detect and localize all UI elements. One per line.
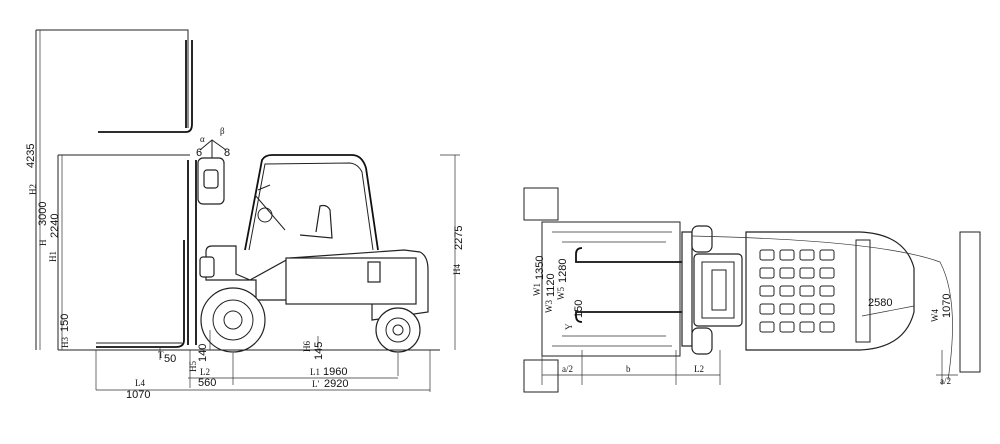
a2-left-label: a/2 <box>562 364 573 374</box>
alpha-symbol: α <box>200 134 205 144</box>
steering-column <box>254 184 286 231</box>
raised-fork <box>98 40 193 133</box>
front-wheel-right <box>691 327 713 355</box>
clearance-dim <box>209 330 319 350</box>
turning-radius-arc <box>691 235 953 381</box>
w3-code: W3 <box>544 300 554 313</box>
h3-code: H3 <box>60 337 70 348</box>
mast-detail <box>701 261 735 319</box>
w3-value: 1120 <box>545 273 557 297</box>
t-code: T <box>158 350 164 360</box>
mast-envelope <box>57 154 190 350</box>
beta-symbol: β <box>220 126 225 136</box>
w1-value: 1350 <box>534 256 546 280</box>
front-wheel <box>200 287 266 353</box>
side-view: 4235 H2 3000 H 2240 H1 H3 150 6 8 α β H4… <box>25 29 465 401</box>
h-total-value: 4235 <box>25 144 37 168</box>
height-dim-lines <box>39 30 460 350</box>
mast-assembly <box>693 253 743 327</box>
h5-code: H5 <box>188 361 198 372</box>
tilt-forward: 6 <box>196 147 202 159</box>
h1-value: 2240 <box>49 214 61 238</box>
pallet-block-bottom-left <box>523 359 559 393</box>
truck-body-top <box>745 231 915 351</box>
battery-compartment <box>285 257 417 305</box>
overhead-guard <box>244 154 379 251</box>
tilt-back: 8 <box>224 147 230 159</box>
l1-code: L1 <box>310 367 320 377</box>
l-code: L' <box>312 379 319 389</box>
l4-code: L4 <box>135 378 145 388</box>
h6-code: H6 <box>302 341 312 352</box>
tilt-arc <box>199 139 227 158</box>
h5-value: 140 <box>197 344 209 362</box>
steering-wheel <box>257 207 273 223</box>
w5-value: 1280 <box>557 259 569 283</box>
mast-rail <box>187 160 197 345</box>
h4-value: 2275 <box>453 226 465 250</box>
h4-code: H4 <box>452 264 462 275</box>
a2-right-label: a/2 <box>940 376 951 386</box>
fork-carriage <box>681 231 693 347</box>
l2-code: L2 <box>200 367 210 377</box>
l2-top-label: L2 <box>694 364 704 374</box>
overhead-guard-inner <box>248 162 374 251</box>
width-dims <box>552 231 672 347</box>
w5-code: W5 <box>556 287 566 300</box>
top-dim-lines <box>541 350 958 385</box>
load-envelope <box>541 221 681 357</box>
aisle-block-right <box>959 231 981 373</box>
dim-extension <box>95 350 431 392</box>
battery-grille <box>759 249 835 333</box>
b-label: b <box>626 364 631 374</box>
front-light <box>199 256 215 278</box>
rear-light <box>367 261 381 283</box>
h-mast-value: 3000 <box>37 202 49 226</box>
w1-code: W1 <box>532 283 542 296</box>
l4-value: 1070 <box>126 389 150 401</box>
seat <box>299 204 333 239</box>
h-code: H <box>38 239 48 246</box>
counterweight-bar <box>855 239 871 343</box>
turning-radius-value: 2580 <box>868 297 892 309</box>
raised-envelope <box>35 29 189 350</box>
pallet-block-top-left <box>523 187 559 221</box>
w4-code: W4 <box>930 309 940 322</box>
h2-code: H2 <box>28 184 38 195</box>
h6-value: 145 <box>313 342 325 360</box>
carriage-roller <box>203 169 219 189</box>
w4-value: 1070 <box>941 294 953 318</box>
top-view: W1 1350 W3 1120 W5 1280 Y 150 2580 W4 10… <box>523 187 981 393</box>
y-value: 150 <box>573 300 585 318</box>
l1-value: 1960 <box>323 366 347 378</box>
dim-lines <box>96 377 430 391</box>
l2-value: 560 <box>198 377 216 389</box>
front-wheel-left <box>691 225 713 253</box>
h3-value: 150 <box>59 314 71 332</box>
y-code: Y <box>564 323 574 330</box>
l-value: 2920 <box>324 378 348 390</box>
rear-wheel <box>375 307 421 353</box>
h1-code: H1 <box>48 251 58 262</box>
forks-top <box>575 247 688 323</box>
lowered-fork <box>96 240 185 348</box>
radius-leader <box>861 305 915 317</box>
t-value: 50 <box>164 353 176 365</box>
